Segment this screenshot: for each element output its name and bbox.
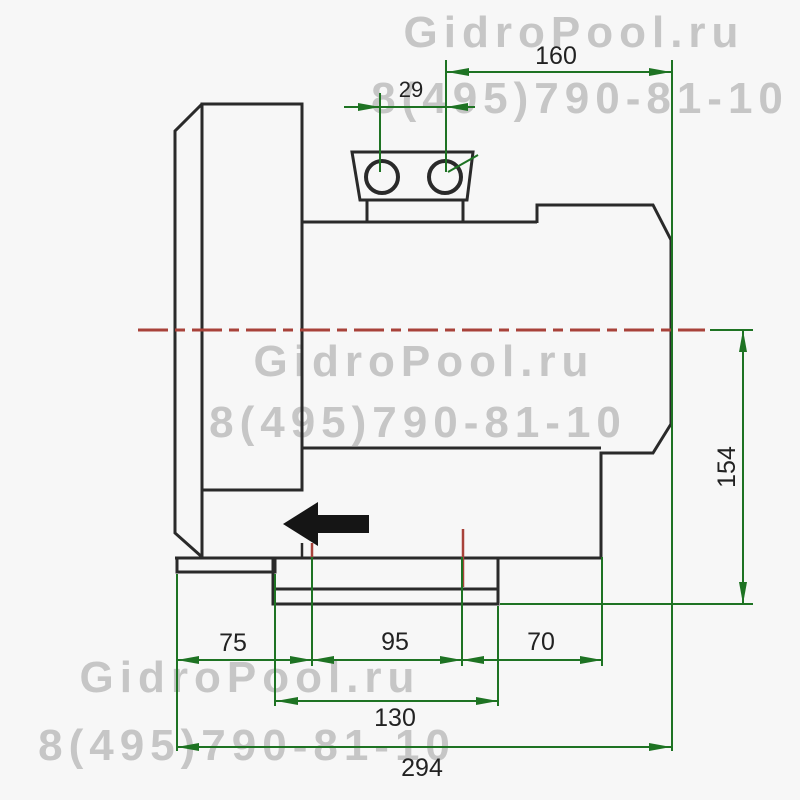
dim-label-75: 75 — [219, 629, 247, 657]
terminal-hole-left — [364, 159, 400, 195]
terminal-box — [350, 150, 475, 202]
dim-label-70: 70 — [527, 628, 555, 656]
dim-label-29: 29 — [399, 77, 423, 102]
dim-arrow-70-right — [580, 656, 602, 664]
dim-arrow-160-left — [447, 68, 469, 76]
watermark-phone-top: 8(495)790-81-10 — [371, 74, 789, 123]
dim-arrow-75-right — [290, 656, 312, 664]
dim-arrow-294-right — [649, 743, 671, 751]
dim-arrow-29-left — [358, 103, 380, 111]
dim-label-130: 130 — [374, 704, 416, 732]
fan-cover-outline — [173, 102, 204, 559]
dim-arrow-75-left — [177, 656, 199, 664]
dimension-labels: 160 29 75 95 70 130 294 154 — [219, 42, 741, 782]
flow-direction-arrow — [283, 502, 369, 546]
watermark-site-middle: GidroPool.ru — [253, 337, 595, 386]
dim-arrow-29-right — [446, 103, 468, 111]
dim-arrow-130-left — [276, 697, 298, 705]
dimension-lines — [177, 68, 747, 751]
dim-arrow-294-left — [177, 743, 199, 751]
watermark-site-top: GidroPool.ru — [403, 8, 745, 57]
dim-label-95: 95 — [381, 628, 409, 656]
extension-lines — [176, 60, 753, 751]
dim-arrow-154-bottom — [739, 582, 747, 604]
dim-arrow-70-left — [462, 656, 484, 664]
dim-arrow-154-top — [739, 330, 747, 352]
dim-arrow-160-right — [649, 68, 671, 76]
dim-arrow-130-right — [476, 697, 498, 705]
muffler-outline — [535, 203, 673, 558]
watermark-site-bottom: GidroPool.ru — [79, 653, 421, 702]
centerlines — [138, 328, 705, 587]
watermark-phone-middle: 8(495)790-81-10 — [209, 398, 627, 447]
dim-arrow-95-left — [312, 656, 334, 664]
dim-label-160: 160 — [535, 42, 577, 70]
dim-label-294: 294 — [401, 754, 443, 782]
watermark-phone-bottom: 8(495)790-81-10 — [38, 721, 456, 770]
left-foot — [175, 556, 277, 574]
hole-leader-line — [447, 154, 479, 173]
dim-label-154: 154 — [713, 446, 741, 488]
dim-arrow-95-right — [440, 656, 462, 664]
machine-outline — [173, 102, 673, 606]
fan-housing — [200, 102, 304, 492]
base-plate — [271, 556, 500, 606]
